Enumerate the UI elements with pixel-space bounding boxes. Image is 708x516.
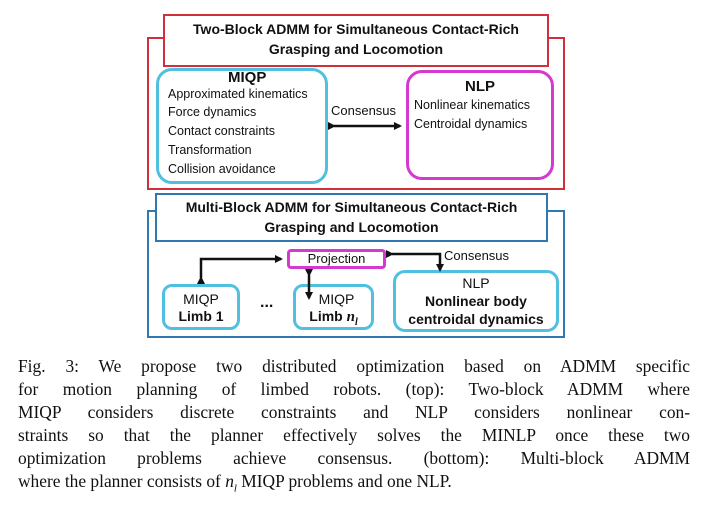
two-block-title: Two-Block ADMM for Simultaneous Contact-… (163, 14, 549, 67)
caption-line: straints so that the planner effectively… (18, 425, 690, 445)
limb1-type: MIQP (183, 291, 219, 307)
nlp-body-type: NLP (462, 275, 490, 291)
limbn-type: MIQP (318, 291, 355, 307)
miqp-item: Collision avoidance (168, 162, 276, 176)
two-block-title-line2: Grasping and Locomotion (268, 41, 444, 57)
miqp-item: Force dynamics (168, 105, 257, 119)
caption-line: optimization problems achieve consensus.… (18, 448, 690, 468)
figure-caption: Fig. 3: We propose two distributed optim… (18, 355, 690, 500)
nlp-item: Nonlinear kinematics (414, 98, 531, 112)
caption-last-before: where the planner consists of (18, 471, 226, 491)
miqp-limb-1-block: MIQP Limb 1 (162, 284, 240, 330)
limbn-name-prefix: Limb (309, 308, 347, 324)
limb1-name: Limb 1 (178, 308, 224, 324)
projection-nlp-arrow (386, 250, 444, 272)
multi-block-title-line2: Grasping and Locomotion (264, 219, 439, 235)
multi-block-title: Multi-Block ADMM for Simultaneous Contac… (155, 193, 548, 242)
caption-last-line: where the planner consists of nl MIQP pr… (18, 470, 690, 500)
nlp-heading: NLP (465, 78, 495, 95)
two-block-title-line1: Two-Block ADMM for Simultaneous Contact-… (193, 21, 519, 37)
projection-block: Projection (287, 249, 386, 269)
nlp-item: Centroidal dynamics (414, 117, 528, 131)
caption-sub: l (233, 482, 237, 495)
nlp-block: NLP Nonlinear kinematics Centroidal dyna… (406, 70, 554, 180)
miqp-heading: MIQP (228, 69, 267, 86)
multi-block-title-line1: Multi-Block ADMM for Simultaneous Contac… (185, 199, 518, 215)
limbn-sub: l (354, 316, 358, 328)
miqp-item: Transformation (168, 143, 252, 157)
limbn-name: Limb nl (296, 308, 371, 331)
ellipsis: ... (260, 294, 274, 311)
limb1-projection-arrow (197, 255, 283, 284)
miqp-item: Contact constraints (168, 124, 275, 138)
limbn-var: n (346, 309, 355, 325)
caption-line: Fig. 3: We propose two distributed optim… (18, 356, 690, 376)
caption-line: for motion planning of limbed robots. (t… (18, 379, 690, 399)
caption-var: n (225, 471, 234, 491)
caption-last-after: MIQP problems and one NLP. (236, 471, 452, 491)
miqp-item: Approximated kinematics (168, 87, 308, 101)
miqp-block: MIQP Approximated kinematics Force dynam… (156, 68, 328, 184)
nlp-body-line2: Nonlinear body (425, 293, 527, 309)
bottom-consensus-label: Consensus (444, 248, 510, 263)
nlp-body-block: NLP Nonlinear body centroidal dynamics (393, 270, 559, 332)
caption-line: MIQP considers discrete constraints and … (18, 402, 690, 422)
projection-label: Projection (307, 251, 366, 266)
nlp-body-line3: centroidal dynamics (408, 311, 544, 327)
top-consensus-label: Consensus (331, 103, 397, 118)
